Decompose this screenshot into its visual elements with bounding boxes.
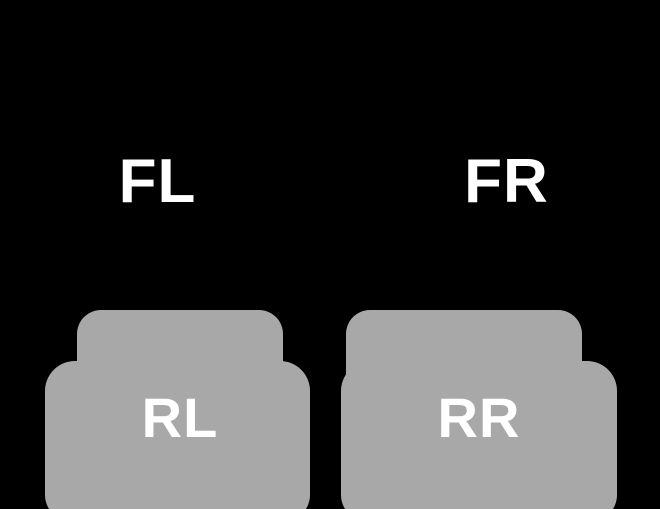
rear-left-label: RL bbox=[141, 386, 219, 449]
rear-right-mat-base-section bbox=[341, 361, 617, 509]
front-left-label: FL bbox=[118, 147, 197, 216]
rear-left-mat-base-section bbox=[45, 361, 310, 509]
front-right-label: FR bbox=[464, 147, 549, 216]
rear-right-label: RR bbox=[437, 386, 521, 449]
